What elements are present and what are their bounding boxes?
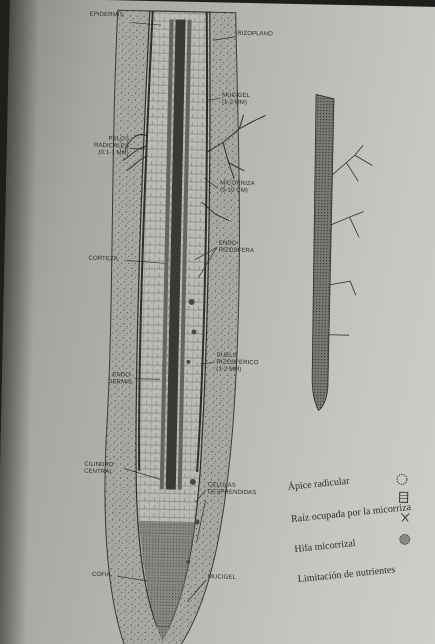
label-cofia: COFIA [92, 572, 111, 579]
label-celulas-desprendidas: CÉLULAS DESPRENDIDAS [208, 482, 257, 497]
legend-item-hifa: Hifa micorrizal [294, 538, 356, 555]
label-cilindro-central: CILINDRO CENTRAL [84, 462, 114, 477]
legend-item-apice: Ápice radicular [287, 476, 350, 493]
label-micorriza: MICORRIZA (5-10 cm) [220, 180, 255, 195]
label-mucigel-top: MUCIGEL (1-2 μm) [222, 92, 250, 107]
legend-item-raiz: Raíz ocupada por la micorriza [291, 502, 412, 525]
legend-label: Raíz ocupada por la micorriza [291, 502, 412, 525]
label-corteza: CORTEZA [88, 256, 117, 264]
legend-label: Limitación de nutrientes [297, 564, 395, 585]
label-pelos-radicales: PELOS RADICALES (0.1-1 mm) [73, 135, 129, 157]
hypha-icon [399, 510, 411, 522]
label-mucigel-bottom: MUCIGEL [208, 574, 236, 582]
nutrient-limit-icon [399, 532, 411, 544]
legend: Ápice radicular Raíz ocupada por la mico… [285, 474, 435, 617]
label-suelo-rizosferico: SUELO RIZOSFÉRICO (1-2 mm) [216, 352, 259, 374]
apex-icon [396, 472, 408, 484]
label-endodermis: ENDO- DERMIS [82, 372, 132, 387]
label-rizoplano: RIZOPLANO [237, 31, 273, 39]
mycorrhiza-schematic [309, 94, 374, 411]
legend-label: Ápice radicular [287, 476, 350, 493]
legend-label: Hifa micorrizal [294, 538, 356, 555]
label-endorizosfera: ENDO- RIZOSFERA [219, 240, 255, 255]
legend-item-limitacion: Limitación de nutrientes [297, 564, 395, 585]
label-epidermis: EPIDERMIS [90, 12, 124, 20]
mycorrhiza-root-icon [398, 490, 410, 502]
